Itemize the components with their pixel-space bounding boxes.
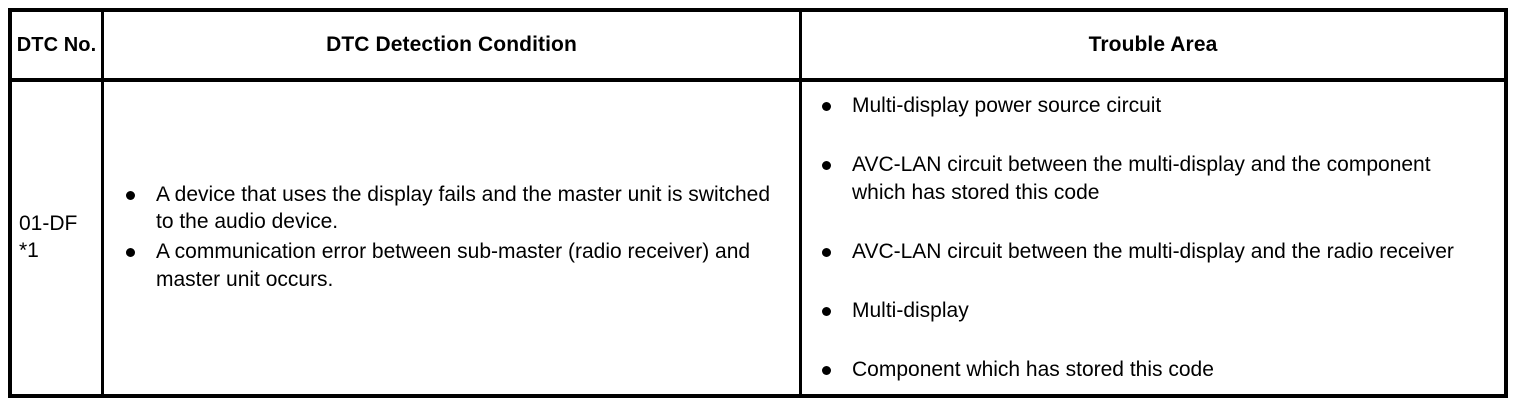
header-trouble-area: Trouble Area	[1088, 32, 1218, 56]
dtc-number-value: 01-DF *1	[19, 212, 78, 262]
list-item: A communication error between sub-master…	[122, 238, 785, 293]
column-detection-condition: DTC Detection Condition	[104, 12, 802, 78]
bullet-icon	[126, 248, 135, 257]
list-item-label: AVC-LAN circuit between the multi-displa…	[852, 153, 1431, 204]
list-item: AVC-LAN circuit between the multi-displa…	[818, 151, 1490, 206]
cell-detection-condition: A device that uses the display fails and…	[104, 82, 802, 394]
column-trouble-area: Trouble Area	[802, 12, 1504, 78]
list-item-label: Multi-display power source circuit	[852, 94, 1162, 117]
trouble-area-list: Multi-display power source circuit AVC-L…	[818, 92, 1490, 384]
column-dtc-no: DTC No.	[12, 12, 104, 78]
table-row: 01-DF *1 A device that uses the display …	[12, 82, 1504, 394]
bullet-icon	[822, 248, 831, 257]
cell-trouble-area: Multi-display power source circuit AVC-L…	[802, 82, 1504, 394]
table-header-row: DTC No. DTC Detection Condition Trouble …	[12, 12, 1504, 82]
list-item-label: A device that uses the display fails and…	[156, 182, 770, 234]
bullet-icon	[822, 161, 831, 171]
list-item: Multi-display power source circuit	[818, 92, 1490, 120]
dtc-table: DTC No. DTC Detection Condition Trouble …	[8, 8, 1508, 398]
bullet-icon	[126, 190, 135, 200]
header-detection-condition: DTC Detection Condition	[326, 32, 577, 56]
list-item-label: A communication error between sub-master…	[156, 240, 751, 291]
list-item-label: Component which has stored this code	[852, 358, 1214, 382]
list-item: AVC-LAN circuit between the multi-displa…	[818, 238, 1490, 266]
detection-condition-list: A device that uses the display fails and…	[122, 181, 785, 296]
header-dtc-no: DTC No.	[16, 34, 97, 56]
list-item: A device that uses the display fails and…	[122, 181, 785, 236]
list-item-label: AVC-LAN circuit between the multi-displa…	[852, 240, 1454, 263]
list-item: Multi-display	[818, 297, 1490, 325]
bullet-icon	[822, 307, 831, 317]
bullet-icon	[822, 102, 831, 111]
list-item: Component which has stored this code	[818, 356, 1490, 384]
list-item-label: Multi-display	[852, 299, 969, 323]
cell-dtc-no: 01-DF *1	[12, 82, 104, 394]
bullet-icon	[822, 366, 831, 376]
